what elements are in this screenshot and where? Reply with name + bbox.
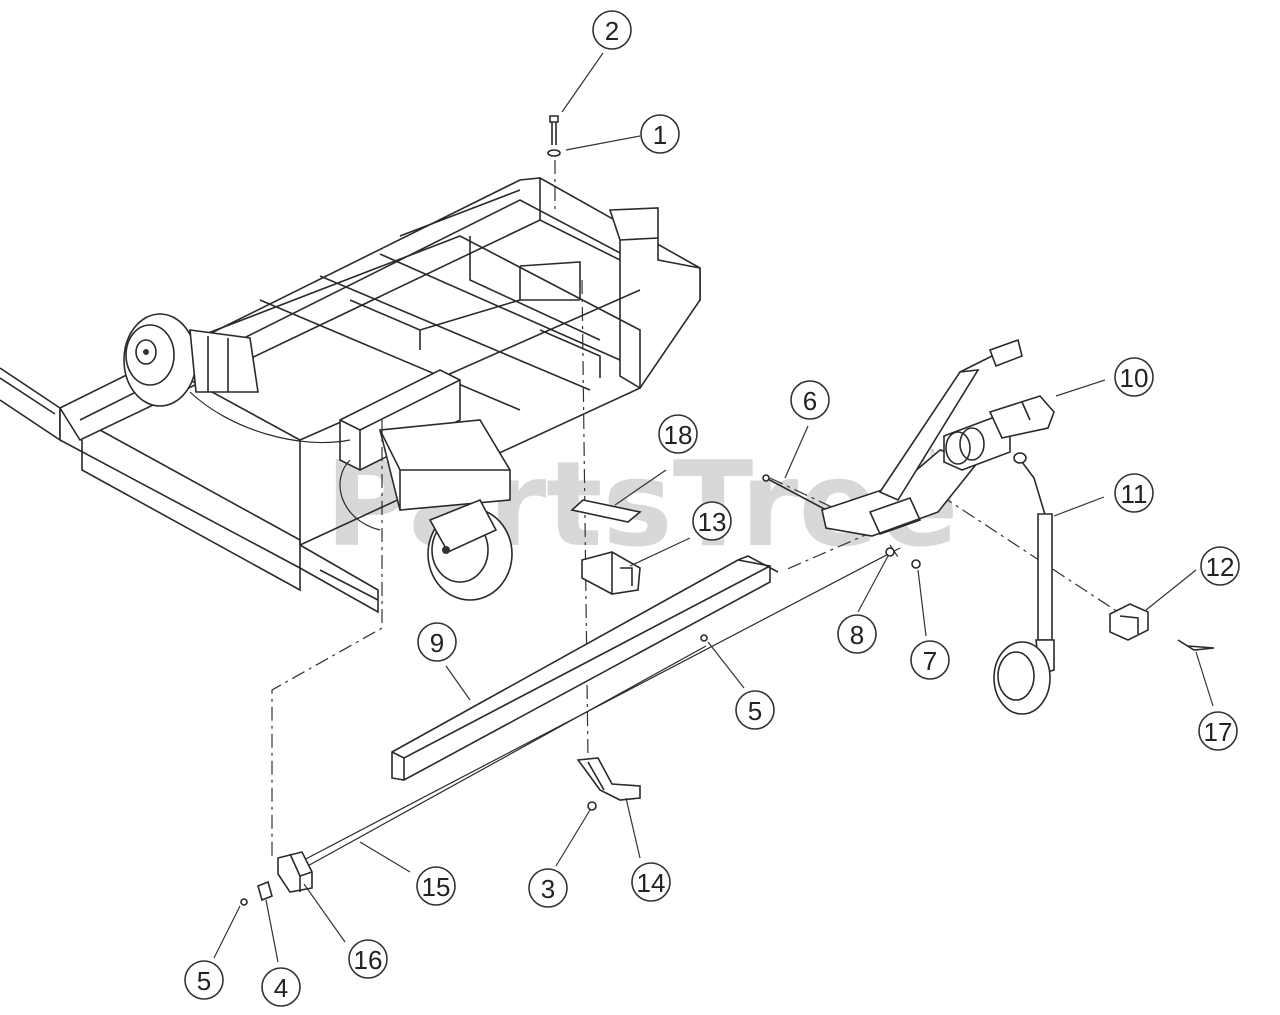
leader-lines	[213, 52, 1214, 963]
callout-3: 3	[528, 868, 568, 908]
callout-13-label: 13	[698, 507, 727, 537]
callout-16: 16	[348, 939, 388, 979]
part-washer	[547, 149, 561, 157]
callout-5-upper-label: 5	[748, 696, 762, 726]
callout-6: 6	[790, 380, 830, 420]
part-gauge-wheel	[993, 452, 1055, 715]
callout-14: 14	[631, 862, 671, 902]
callout-1: 1	[640, 114, 680, 154]
callout-11: 11	[1114, 473, 1154, 513]
callout-15: 15	[416, 866, 456, 906]
callout-10-label: 10	[1120, 363, 1149, 393]
callout-5-lower: 5	[184, 960, 224, 1000]
part-small-bracket	[1109, 603, 1149, 641]
callout-14-label: 14	[637, 868, 666, 898]
callout-1-label: 1	[653, 120, 667, 150]
part-angle-bar	[391, 555, 779, 781]
part-nut-8	[885, 547, 895, 557]
callout-11-label: 11	[1121, 479, 1148, 509]
callout-12: 12	[1200, 546, 1240, 586]
part-bracket-lower	[576, 757, 641, 801]
callout-2-label: 2	[605, 16, 619, 46]
callout-5-upper: 5	[735, 690, 775, 730]
callout-15-label: 15	[422, 872, 451, 902]
callout-8-label: 8	[850, 620, 864, 650]
part-pin	[762, 474, 831, 513]
part-bolt	[549, 115, 559, 145]
part-handle-assembly	[821, 338, 1055, 537]
mower-frame	[0, 177, 701, 614]
callout-17: 17	[1198, 711, 1238, 751]
callout-13: 13	[692, 501, 732, 541]
callout-9: 9	[417, 622, 457, 662]
part-rod	[299, 547, 901, 869]
part-hair-pin	[1177, 639, 1215, 651]
part-clip	[240, 898, 248, 906]
callout-8: 8	[837, 614, 877, 654]
part-end-block	[277, 851, 313, 893]
callout-7-label: 7	[923, 646, 937, 676]
part-plate	[570, 499, 642, 523]
callout-4: 4	[261, 967, 301, 1007]
callout-3-label: 3	[541, 874, 555, 904]
callout-2: 2	[592, 10, 632, 50]
callout-16-label: 16	[354, 945, 383, 975]
callout-9-label: 9	[430, 628, 444, 658]
callout-4-label: 4	[274, 973, 288, 1003]
callout-5-lower-label: 5	[197, 966, 211, 996]
callout-10: 10	[1114, 357, 1154, 397]
callout-17-label: 17	[1204, 717, 1233, 747]
callout-6-label: 6	[803, 386, 817, 416]
part-nut-lower	[587, 801, 597, 811]
part-spacer	[257, 880, 273, 902]
callout-12-label: 12	[1206, 552, 1235, 582]
callout-18: 18	[658, 414, 698, 454]
part-nut-7	[911, 559, 921, 569]
part-bracket-upper	[581, 551, 641, 595]
callout-18-label: 18	[664, 420, 693, 450]
callout-7: 7	[910, 640, 950, 680]
